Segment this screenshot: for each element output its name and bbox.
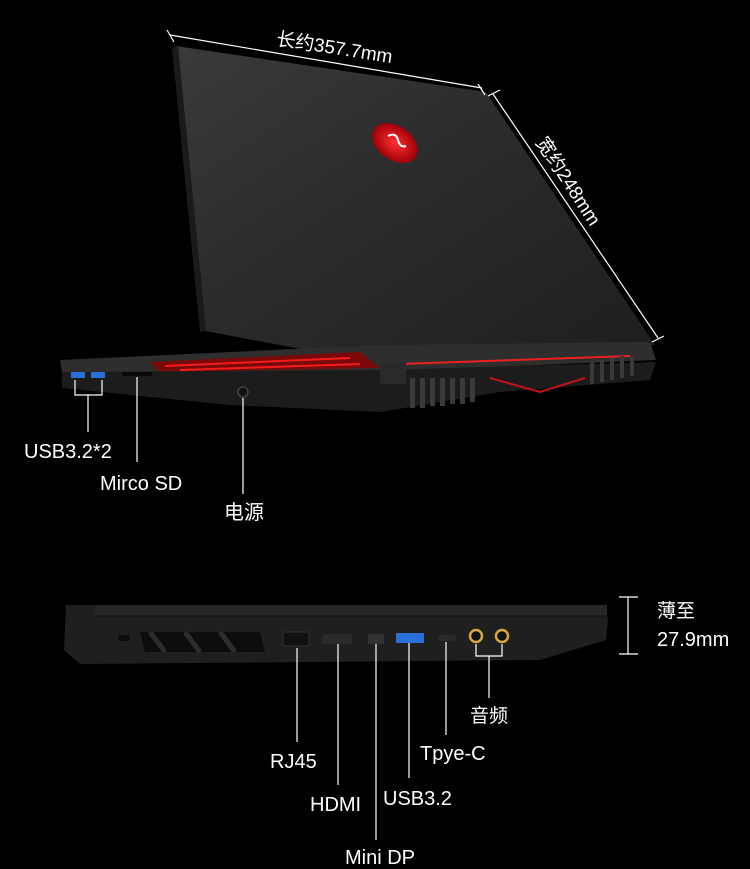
callout-hdmi-label: HDMI (310, 794, 362, 816)
audio-jack-1 (468, 628, 484, 644)
usb32-port (396, 633, 424, 643)
callout-usb32-label: USB3.2 (383, 788, 452, 810)
callout-usb-label: USB3.2*2 (24, 441, 112, 463)
laptop-side-view: 薄至 27.9mm RJ45 HDMI Mini DP USB3.2 Tpye-… (0, 560, 750, 869)
minidp-port (368, 634, 384, 644)
microsd-slot (122, 372, 152, 376)
callout-audio-label: 音频 (470, 706, 509, 727)
callout-power-label: 电源 (224, 502, 264, 524)
hdmi-port (322, 634, 352, 644)
laptop-side-illustration (64, 596, 638, 840)
usb-port-1 (71, 372, 85, 378)
laptop-illustration (60, 29, 665, 494)
usb-port-2 (91, 372, 105, 378)
thickness-value: 27.9mm (657, 629, 730, 651)
callout-typec-label: Tpye-C (420, 743, 486, 765)
typec-port (438, 635, 456, 641)
audio-jack-2 (494, 628, 510, 644)
laptop-rear-view: 长约357.7mm 宽约248mm USB3.2*2 Mirco SD 电源 (24, 29, 665, 524)
callout-microsd-label: Mirco SD (100, 473, 183, 495)
callout-minidp-label: Mini DP (345, 847, 416, 869)
callout-rj45-label: RJ45 (270, 751, 317, 773)
rj45-port (282, 631, 310, 647)
thickness-title: 薄至 (657, 601, 696, 622)
power-jack (237, 386, 249, 398)
